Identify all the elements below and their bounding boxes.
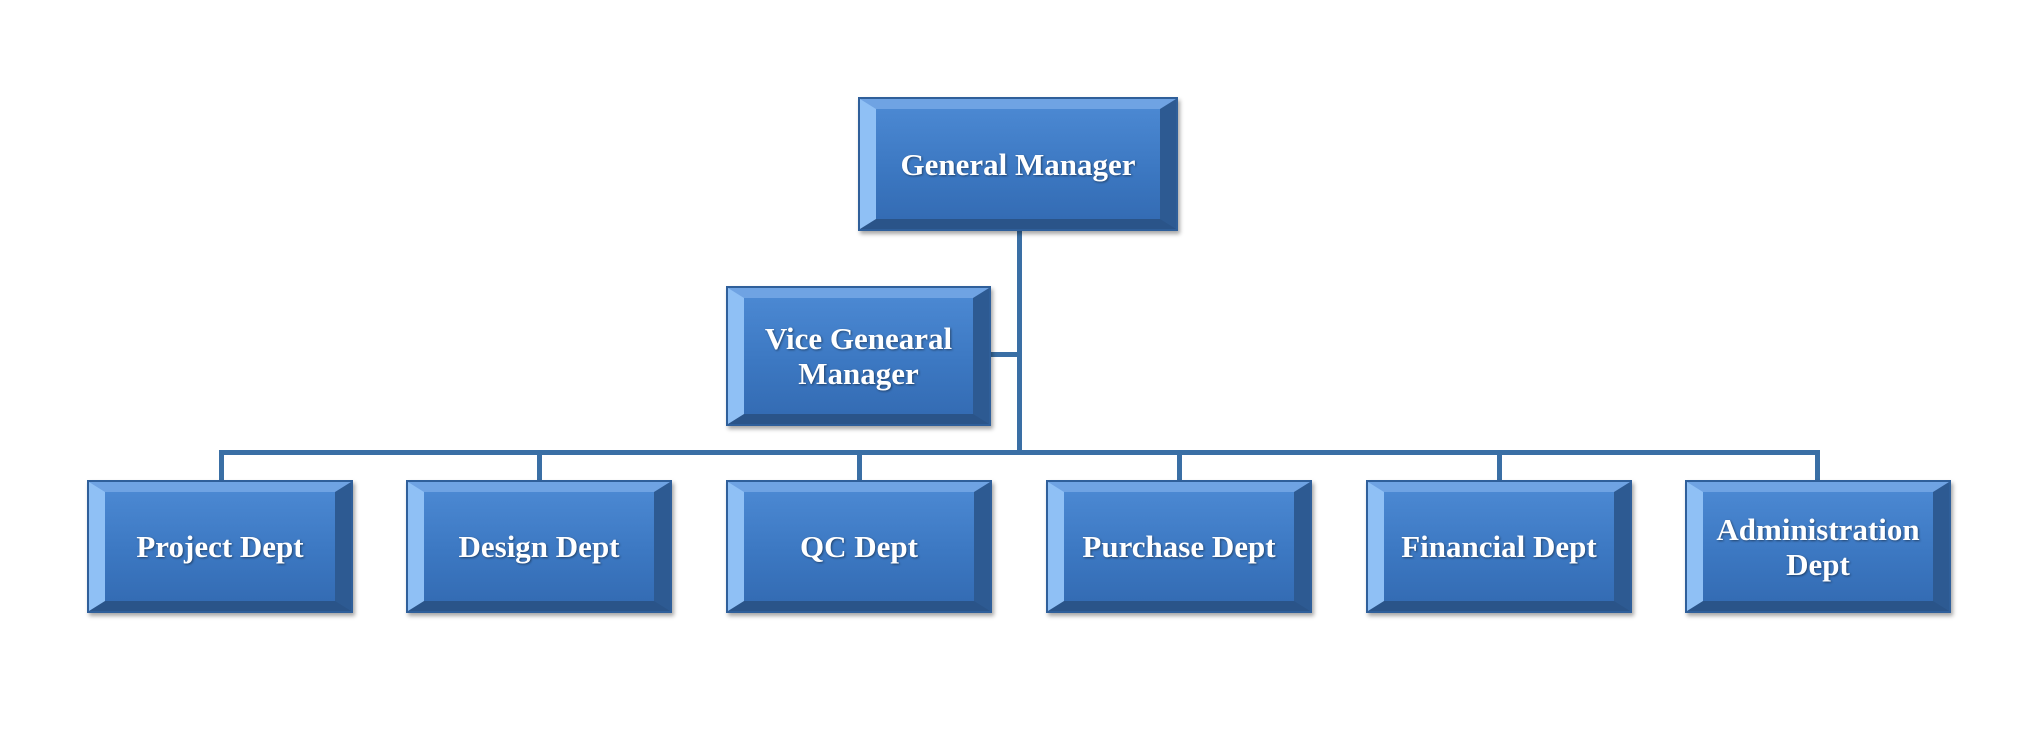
node-qc-dept: QC Dept [726, 480, 992, 613]
node-label: Design Dept [458, 529, 620, 564]
node-label: Financial Dept [1401, 529, 1597, 564]
node-general-manager: General Manager [858, 97, 1178, 231]
connector-assistant [989, 352, 1021, 357]
connector-dept-2 [537, 450, 542, 482]
node-purchase-dept: Purchase Dept [1046, 480, 1312, 613]
connector-root-vertical [1017, 230, 1022, 454]
node-administration-dept: Administration Dept [1685, 480, 1951, 613]
connector-horizontal-bar [219, 450, 1820, 455]
connector-dept-3 [857, 450, 862, 482]
node-label: Administration Dept [1716, 511, 1920, 582]
node-vice-general-manager: Vice Genearal Manager [726, 286, 991, 426]
node-label: Project Dept [136, 529, 304, 564]
node-financial-dept: Financial Dept [1366, 480, 1632, 613]
connector-dept-4 [1177, 450, 1182, 482]
node-label: General Manager [900, 146, 1136, 182]
connector-dept-6 [1815, 450, 1820, 482]
node-label: QC Dept [800, 529, 918, 564]
connector-dept-5 [1497, 450, 1502, 482]
connector-dept-1 [219, 450, 224, 482]
node-label: Vice Genearal Manager [764, 321, 953, 391]
node-label: Purchase Dept [1082, 529, 1276, 564]
node-design-dept: Design Dept [406, 480, 672, 613]
node-project-dept: Project Dept [87, 480, 353, 613]
